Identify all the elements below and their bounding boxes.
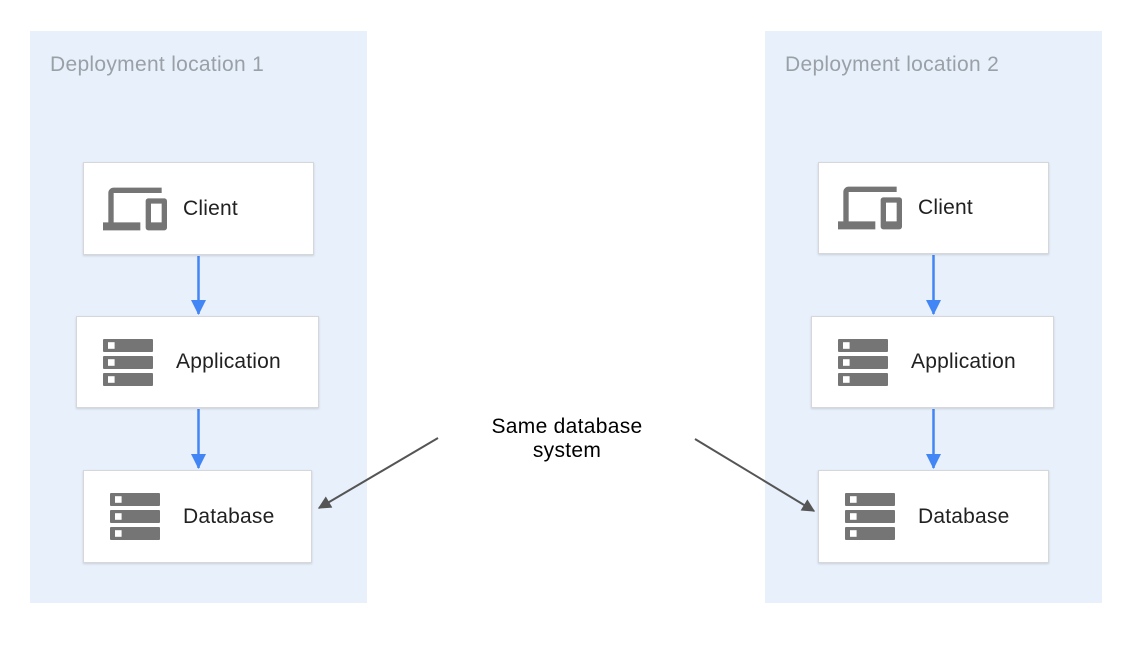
node-label: Database [918, 504, 1010, 528]
node-label: Application [911, 350, 1016, 373]
panel-1-title: Deployment location 1 [50, 53, 265, 76]
devices-icon [838, 176, 902, 240]
annotation-line-1: Same database [491, 415, 643, 438]
node-label: Client [918, 196, 973, 219]
node-database-1: Database [83, 470, 312, 563]
node-label: Application [176, 350, 281, 373]
server-stack-icon [103, 493, 167, 540]
annotation-line-2: system [532, 439, 602, 462]
devices-icon [103, 177, 167, 241]
node-label: Client [183, 196, 238, 220]
server-stack-icon [838, 493, 902, 540]
panel-2-title: Deployment location 2 [785, 53, 1000, 76]
node-application-2: Application [811, 316, 1054, 408]
server-stack-icon [831, 338, 895, 386]
node-database-2: Database [818, 470, 1049, 563]
server-stack-icon [96, 338, 160, 386]
node-application-1: Application [76, 316, 319, 408]
node-client-1: Client [83, 162, 314, 255]
annotation-text: Same database system [457, 415, 677, 463]
node-client-2: Client [818, 162, 1049, 254]
node-label: Database [183, 504, 275, 528]
